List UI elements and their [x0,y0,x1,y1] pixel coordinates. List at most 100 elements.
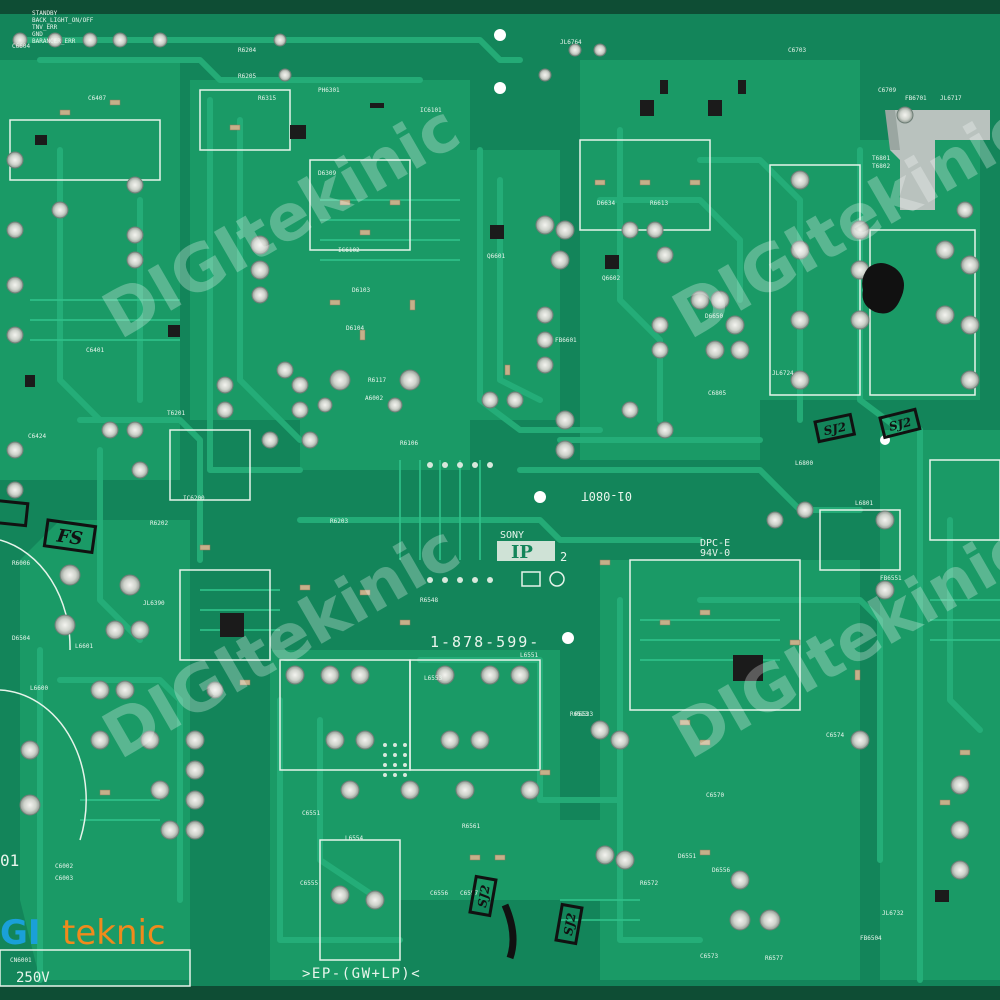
ip-logo: IP [511,542,533,563]
component-designator: R6117 [368,377,386,384]
component-designator: C6551 [302,810,320,817]
stamp-sj2-d: SJ2 [554,902,584,946]
component-designator: C6407 [88,95,106,102]
component-designator: D6650 [705,313,723,320]
copper-zones [0,60,1000,980]
component-designator: C6574 [826,732,844,739]
component-designator: C6557 [460,890,478,897]
note-line: BACK_LIGHT_ON/OFF [32,17,94,24]
voltage-box [0,949,191,987]
component-designator: R6513 [570,711,588,718]
logo-prefix: GI [0,913,41,953]
component-designator: R6106 [400,440,418,447]
component-designator: CN6001 [10,957,32,964]
component-designator: JL6717 [940,95,962,102]
component-designator: R6203 [330,518,348,525]
component-designator: C6703 [788,47,806,54]
smd-components [25,80,949,902]
component-designator: PH6301 [318,87,340,94]
component-designator: C6003 [55,875,73,882]
component-designator: C6002 [55,863,73,870]
note-line: GND [32,31,43,38]
component-designator: Q6602 [602,275,620,282]
svg-text:SJ2: SJ2 [561,912,579,937]
component-designator: FB6551 [880,575,902,582]
top-left-notes: STANDBY BACK_LIGHT_ON/OFF TNV_ERR GND BA… [32,10,94,45]
component-designator: A6002 [365,395,383,402]
stamp-sj2-a: SJ2 [813,412,857,444]
component-designator: R6572 [640,880,658,887]
component-designator: R6613 [650,200,668,207]
through-hole-pads [6,32,980,931]
vias [383,462,493,777]
component-designator: T6801 [872,155,890,162]
component-designator: C6570 [706,792,724,799]
component-designator: R6204 [238,47,256,54]
digiteknic-logo: GI teknic [0,913,166,953]
component-designator: R6533 [575,711,593,718]
stamp-fs: FS [42,518,98,555]
ip-logo-box [497,541,555,561]
date-code: 01-080T [581,489,632,503]
component-designator: D6634 [597,200,615,207]
component-designator: T6802 [872,163,890,170]
assembly-code: >EP-(GW+LP)< [302,966,421,982]
component-designator: L6551 [520,652,538,659]
silkscreen-outlines [0,89,1000,961]
component-designator: JL6764 [560,39,582,46]
component-designator: R6577 [765,955,783,962]
svg-text:FS: FS [55,525,84,550]
passive-components [59,99,971,861]
voltage-rating: 250V [16,970,50,986]
component-designator: JL6732 [882,910,904,917]
component-designator: IC6102 [338,247,360,254]
mounting-holes [494,29,890,644]
component-designator: D6504 [12,635,30,642]
component-designator: Q6601 [487,253,505,260]
component-designator: D6103 [352,287,370,294]
component-designator: T6201 [167,410,185,417]
component-designator: L6801 [855,500,873,507]
recycle-mark [549,571,565,587]
ul-mark [521,571,541,587]
component-designator: C6709 [878,87,896,94]
component-designator: C6604 [12,43,30,50]
component-designator: R6315 [258,95,276,102]
component-designator: FB6701 [905,95,927,102]
component-designator: R6006 [12,560,30,567]
part-number: 1-878-599- [430,633,540,651]
ip-logo-suffix: 2 [560,550,567,564]
component-designator: C6555 [300,880,318,887]
material-code: DPC-E [700,538,730,549]
ink-arc [501,903,517,960]
stamp-sj2-c: SJ2 [468,874,498,918]
component-designator: L6800 [795,460,813,467]
svg-text:SJ2: SJ2 [822,420,847,438]
component-designator: D6309 [318,170,336,177]
note-line: TNV_ERR [32,24,58,31]
sony-label: SONY [500,530,524,541]
component-designator: FB6601 [555,337,577,344]
cap-label: 01 [0,851,19,870]
component-designator: D6551 [678,853,696,860]
component-designator: R6202 [150,520,168,527]
note-line: BARANCER_ERR [32,38,76,45]
component-designator: JL6724 [772,370,794,377]
component-designator: C6573 [700,953,718,960]
component-designator: L6554 [345,835,363,842]
component-designator: C6805 [708,390,726,397]
flammability-rating: 94V-0 [700,548,730,559]
logo-suffix: teknic [62,913,166,953]
component-designator: D6104 [346,325,364,332]
component-designator: R6561 [462,823,480,830]
stamp-sj2-b: SJ2 [878,407,922,440]
component-designator: D6556 [712,867,730,874]
component-designator: IC6200 [183,495,205,502]
component-designator: L6553 [424,675,442,682]
heatsink-pad [890,110,990,210]
component-designator: C6424 [28,433,46,440]
component-designator: R6548 [420,597,438,604]
component-designator: L6601 [75,643,93,650]
component-designator: R6205 [238,73,256,80]
